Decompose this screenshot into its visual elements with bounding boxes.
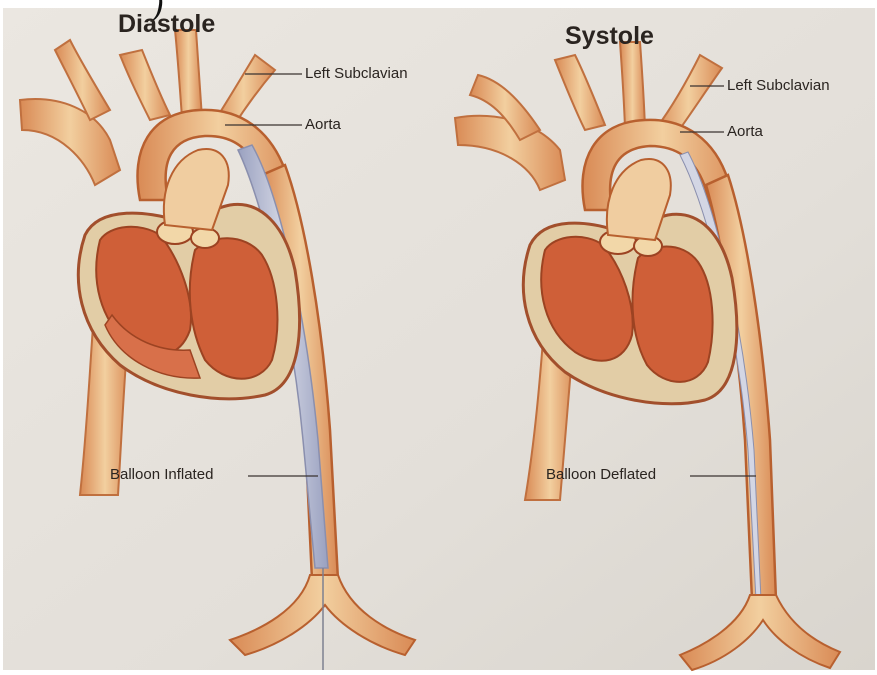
- diastole-label-aorta: Aorta: [305, 116, 341, 133]
- systole-title: Systole: [565, 22, 654, 51]
- systole-label-left-subclavian: Left Subclavian: [727, 77, 830, 94]
- diastole-title: Diastole: [118, 10, 215, 39]
- systole-label-aorta: Aorta: [727, 123, 763, 140]
- diastole-label-left-subclavian: Left Subclavian: [305, 65, 408, 82]
- diastole-label-balloon: Balloon Inflated: [110, 466, 213, 483]
- systole-label-balloon: Balloon Deflated: [546, 466, 656, 483]
